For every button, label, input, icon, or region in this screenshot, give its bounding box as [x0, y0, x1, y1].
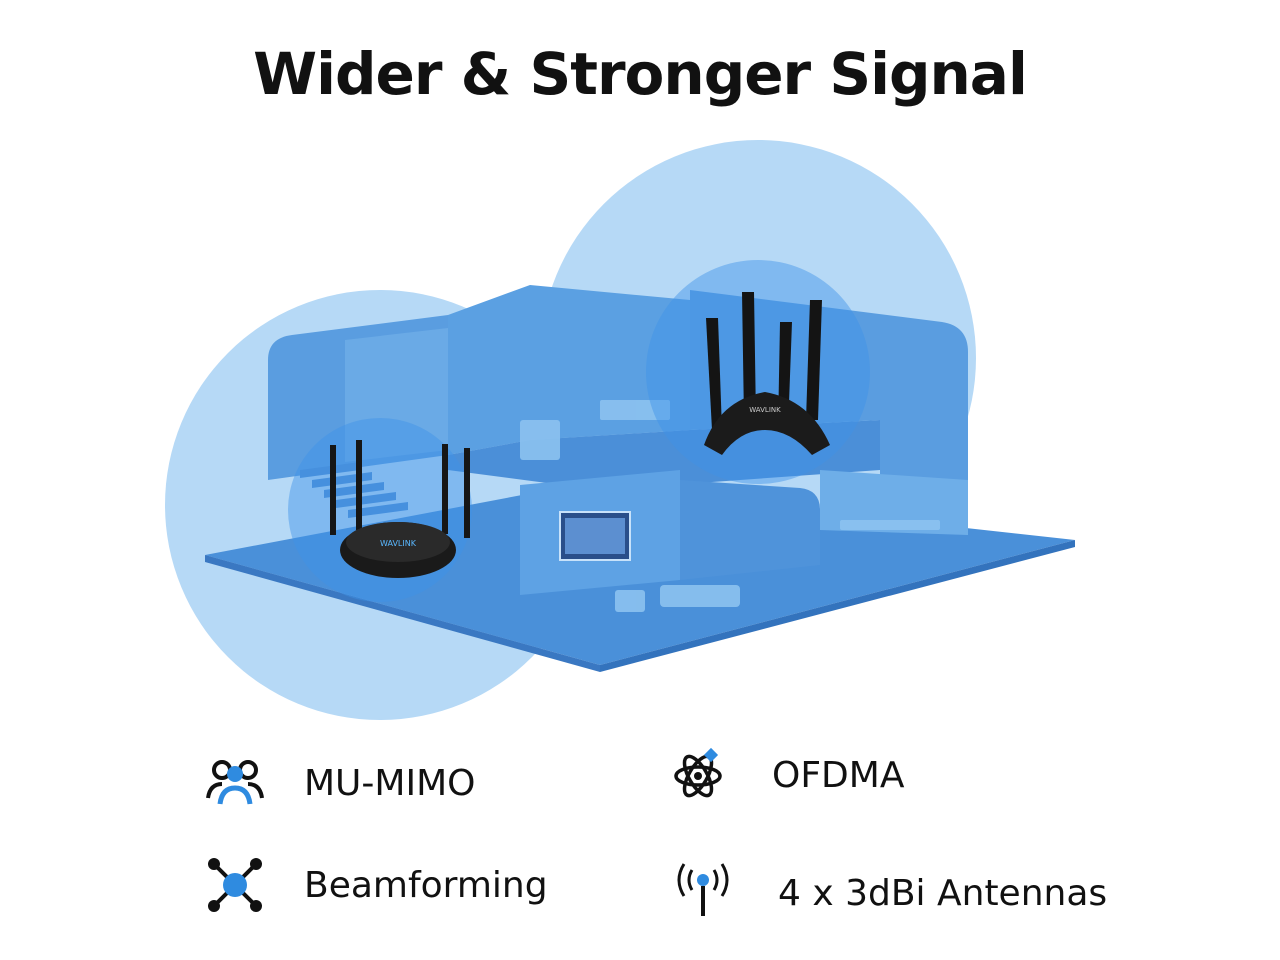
network-node-icon: [208, 858, 262, 912]
router-right: WAVLINK: [704, 292, 830, 455]
house-arch: [680, 480, 820, 580]
feature-label: OFDMA: [772, 754, 905, 796]
house-right-wall: [690, 290, 968, 535]
users-icon: [206, 760, 264, 805]
house-right-room: [820, 470, 968, 535]
furniture: [520, 400, 940, 612]
feature-antennas: 4 x 3dBi Antennas: [668, 858, 1107, 928]
router-left: WAVLINK: [330, 440, 470, 578]
atom-icon: [674, 747, 722, 798]
feature-beamforming: Beamforming: [200, 850, 548, 920]
antenna-signal-icon: [677, 863, 729, 916]
feature-ofdma: OFDMA: [668, 740, 904, 810]
feature-label: 4 x 3dBi Antennas: [778, 872, 1108, 914]
page-title: Wider & Stronger Signal: [253, 40, 1028, 108]
tv-screen-content: [565, 518, 625, 554]
coverage-illustration: WAVLINK WAVLINK: [165, 140, 1075, 720]
house-floor-edge-right: [600, 540, 1075, 672]
signal-zone-right: [646, 260, 870, 484]
house-floor-edge: [205, 555, 600, 672]
feature-label: MU-MIMO: [304, 762, 476, 804]
house-left-inner: [345, 328, 448, 462]
feature-mu-mimo: MU-MIMO: [200, 748, 475, 818]
house-center-floor: [448, 420, 880, 490]
router-right-brand: WAVLINK: [749, 406, 781, 414]
router-left-brand: WAVLINK: [380, 539, 417, 548]
feature-label: Beamforming: [304, 864, 548, 906]
